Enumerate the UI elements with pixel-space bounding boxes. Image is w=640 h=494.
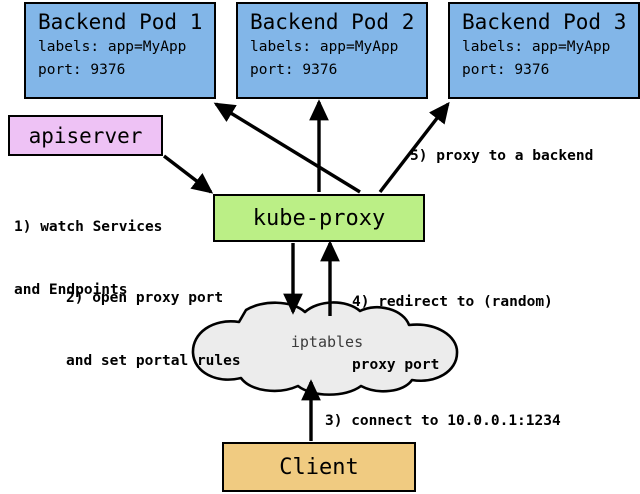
step-1-line-2: and Endpoints xyxy=(14,282,128,298)
client-box[interactable]: Client xyxy=(222,442,416,492)
step-1-line-1: 1) watch Services xyxy=(14,219,163,235)
apiserver-box[interactable]: apiserver xyxy=(8,115,163,156)
kube-proxy-box[interactable]: kube-proxy xyxy=(213,194,425,242)
backend-pod-2-port: port: 9376 xyxy=(250,62,338,78)
backend-pod-2-box[interactable]: Backend Pod 2 labels: app=MyApp port: 93… xyxy=(236,2,428,99)
backend-pod-3-box[interactable]: Backend Pod 3 labels: app=MyApp port: 93… xyxy=(448,2,640,99)
step-1-annotation: 1) watch Services and Endpoints xyxy=(14,175,162,322)
step-2-line-1: 2) open proxy port xyxy=(66,290,224,306)
backend-pod-2-labels: labels: app=MyApp xyxy=(250,39,399,55)
step-3-annotation: 3) connect to 10.0.0.1:1234 xyxy=(325,413,561,429)
backend-pod-2-title: Backend Pod 2 xyxy=(250,10,415,34)
backend-pod-3-labels: labels: app=MyApp xyxy=(462,39,611,55)
backend-pod-1-labels: labels: app=MyApp xyxy=(38,39,187,55)
arrow-apiserver-to-kube-proxy xyxy=(162,154,214,194)
iptables-cloud xyxy=(191,301,459,396)
arrow-kube-proxy-to-pod-1 xyxy=(213,102,361,194)
apiserver-label: apiserver xyxy=(28,123,143,148)
step-5-annotation: 5) proxy to a backend xyxy=(410,148,594,164)
backend-pod-3-port: port: 9376 xyxy=(462,62,550,78)
kube-proxy-label: kube-proxy xyxy=(252,205,386,231)
backend-pod-1-port: port: 9376 xyxy=(38,62,126,78)
step-2-line-2: and set portal rules xyxy=(66,353,241,369)
client-label: Client xyxy=(279,454,359,480)
step-2-annotation: 2) open proxy port and set portal rules xyxy=(66,246,241,393)
step-4-line-2: proxy port xyxy=(352,357,440,373)
backend-pod-1-box[interactable]: Backend Pod 1 labels: app=MyApp port: 93… xyxy=(24,2,216,99)
iptables-label: iptables xyxy=(290,333,364,351)
arrow-kube-proxy-to-pod-3 xyxy=(378,101,450,194)
backend-pod-1-title: Backend Pod 1 xyxy=(38,10,203,34)
step-4-line-1: 4) redirect to (random) xyxy=(352,294,553,310)
step-4-annotation: 4) redirect to (random) proxy port xyxy=(352,250,553,397)
backend-pod-3-title: Backend Pod 3 xyxy=(462,10,627,34)
